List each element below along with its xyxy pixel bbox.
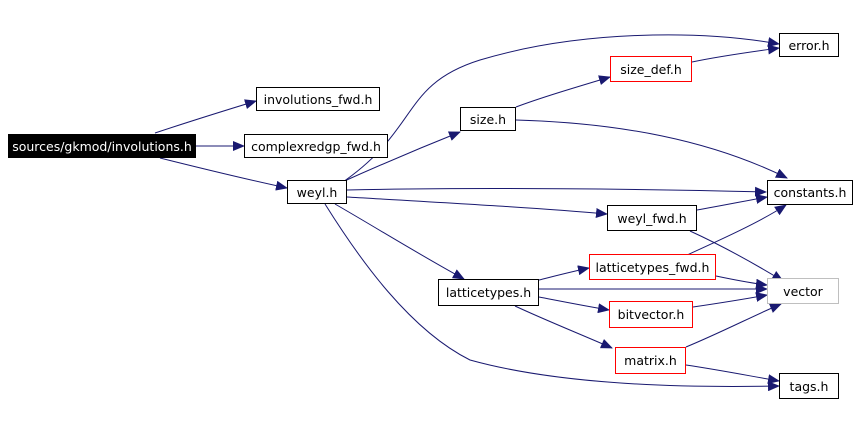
- edge-weyl-fwd-vector: [689, 230, 784, 282]
- edge-weyl-weyl-fwd: [346, 196, 608, 218]
- edge-matrix-tags: [685, 364, 780, 385]
- node-size-h[interactable]: size.h: [460, 107, 516, 131]
- edge-bitvector-vector: [692, 292, 768, 308]
- node-error-h[interactable]: error.h: [779, 33, 839, 57]
- edge-latticetypes-matrix: [514, 305, 613, 349]
- edge-weyl-constants: [346, 186, 767, 197]
- node-involutions-h-root: sources/gkmod/involutions.h: [8, 134, 196, 158]
- edge-size-size-def: [515, 75, 611, 108]
- node-complexredgp-fwd-h[interactable]: complexredgp_fwd.h: [244, 134, 388, 158]
- edge-size-def-error: [691, 44, 780, 63]
- edge-weyl-tags: [324, 203, 780, 392]
- node-latticetypes-fwd-h[interactable]: latticetypes_fwd.h: [589, 254, 716, 280]
- node-tags-h[interactable]: tags.h: [779, 373, 839, 399]
- edge-size-constants: [515, 119, 788, 179]
- edge-weyl-error: [339, 34, 780, 185]
- node-weyl-h[interactable]: weyl.h: [287, 180, 347, 204]
- edge-latticetypes-fwd-vector: [715, 275, 768, 289]
- edge-root-involutions-fwd: [154, 99, 257, 134]
- node-weyl-fwd-h[interactable]: weyl_fwd.h: [607, 205, 697, 231]
- edge-weyl-size: [339, 131, 461, 184]
- node-matrix-h[interactable]: matrix.h: [615, 347, 686, 374]
- edge-latticetypes-bitvector: [538, 296, 610, 314]
- node-vector: vector: [767, 278, 839, 304]
- edge-matrix-vector: [685, 303, 782, 348]
- node-latticetypes-h[interactable]: latticetypes.h: [438, 279, 539, 306]
- node-involutions-fwd-h[interactable]: involutions_fwd.h: [256, 87, 380, 111]
- node-size-def-h[interactable]: size_def.h: [610, 56, 692, 82]
- node-constants-h[interactable]: constants.h: [767, 180, 853, 205]
- node-bitvector-h[interactable]: bitvector.h: [609, 301, 693, 328]
- edge-weyl-fwd-constants: [696, 194, 768, 211]
- edge-latticetypes-latticetypes-fwd: [538, 265, 590, 281]
- edge-latticetypes-fwd-constants: [686, 204, 787, 256]
- edge-root-weyl: [159, 157, 288, 191]
- edge-weyl-latticetypes: [334, 203, 465, 280]
